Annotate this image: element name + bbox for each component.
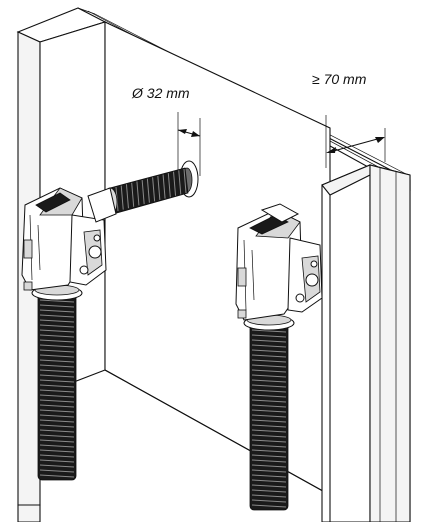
hose-rib bbox=[167, 173, 171, 198]
hose-rib bbox=[39, 449, 75, 453]
hose-rib bbox=[39, 334, 75, 338]
hose-rib bbox=[39, 324, 75, 328]
hose-rib bbox=[39, 339, 75, 343]
hose-rib bbox=[251, 474, 287, 478]
hose-rib bbox=[251, 424, 287, 428]
hose-rib bbox=[251, 329, 287, 333]
hose-rib bbox=[39, 394, 75, 398]
hose-rib bbox=[251, 479, 287, 483]
hose-rib bbox=[251, 504, 287, 508]
hose-rib bbox=[251, 459, 287, 463]
hose-rib bbox=[251, 449, 287, 453]
hose-rib bbox=[251, 374, 287, 378]
hose-rib bbox=[39, 364, 75, 368]
hose-rib bbox=[39, 384, 75, 388]
hose-rib bbox=[39, 414, 75, 418]
hose-rib bbox=[39, 439, 75, 443]
right-unit bbox=[235, 203, 323, 511]
hose-rib bbox=[39, 434, 75, 438]
hose-rib bbox=[251, 394, 287, 398]
hose-rib bbox=[39, 404, 75, 408]
hose-rib bbox=[136, 181, 140, 206]
hose-rib bbox=[251, 384, 287, 388]
hose-rib bbox=[251, 454, 287, 458]
hose-rib bbox=[251, 354, 287, 358]
hose-rib bbox=[251, 484, 287, 488]
hose-rib bbox=[39, 454, 75, 458]
hose-rib bbox=[39, 379, 75, 383]
hose-rib bbox=[251, 344, 287, 348]
hose-rib bbox=[173, 171, 177, 196]
hose-rib bbox=[251, 334, 287, 338]
hose-rib bbox=[39, 399, 75, 403]
hose-rib bbox=[39, 309, 75, 313]
hose-rib bbox=[251, 434, 287, 438]
hose-rib bbox=[39, 354, 75, 358]
hose-rib bbox=[39, 459, 75, 463]
hose-rib bbox=[251, 439, 287, 443]
hose-rib bbox=[39, 304, 75, 308]
hose-rib bbox=[162, 174, 166, 199]
hose-rib bbox=[146, 178, 150, 203]
hose-rib bbox=[39, 349, 75, 353]
hose-rib bbox=[251, 419, 287, 423]
hose-rib bbox=[39, 429, 75, 433]
hose-rib bbox=[251, 359, 287, 363]
hose-rib bbox=[39, 374, 75, 378]
hose-rib bbox=[251, 464, 287, 468]
hose-rib bbox=[39, 389, 75, 393]
diameter-dimension: Ø 32 mm bbox=[131, 85, 201, 176]
hose-rib bbox=[251, 349, 287, 353]
hose-rib bbox=[39, 314, 75, 318]
hose-rib bbox=[39, 419, 75, 423]
hose-rib bbox=[251, 499, 287, 503]
hose-rib bbox=[251, 489, 287, 493]
hose-rib bbox=[152, 177, 156, 202]
hose-rib bbox=[39, 444, 75, 448]
hose-rib bbox=[39, 409, 75, 413]
hose-rib bbox=[251, 389, 287, 393]
hose-rib bbox=[39, 359, 75, 363]
clearance-label: ≥ 70 mm bbox=[312, 71, 367, 87]
hose-rib bbox=[125, 184, 129, 209]
hose-rib bbox=[39, 369, 75, 373]
hose-rib bbox=[141, 180, 145, 205]
hose-rib bbox=[251, 444, 287, 448]
hose-rib bbox=[39, 464, 75, 468]
hose-rib bbox=[39, 424, 75, 428]
hose-rib bbox=[131, 182, 135, 207]
hose-rib bbox=[251, 379, 287, 383]
hose-rib bbox=[39, 299, 75, 303]
hose-rib bbox=[178, 170, 182, 195]
hose-rib bbox=[251, 339, 287, 343]
hose-rib bbox=[251, 494, 287, 498]
hose-rib bbox=[183, 168, 187, 194]
hose-rib bbox=[251, 409, 287, 413]
clearance-dimension: ≥ 70 mm bbox=[312, 71, 386, 168]
hose-rib bbox=[251, 369, 287, 373]
diameter-label: Ø 32 mm bbox=[131, 85, 190, 101]
hose-rib bbox=[251, 429, 287, 433]
hose-rib bbox=[39, 469, 75, 473]
hose-rib bbox=[251, 364, 287, 368]
hose-rib bbox=[39, 319, 75, 323]
post-base bbox=[17, 504, 41, 523]
hose-rib bbox=[251, 404, 287, 408]
hose-rib bbox=[39, 474, 75, 478]
hose-rib bbox=[251, 399, 287, 403]
hose-rib bbox=[157, 175, 161, 200]
side-wall-block bbox=[321, 164, 411, 523]
hose-rib bbox=[39, 344, 75, 348]
hose-rib bbox=[120, 185, 124, 210]
left-unit bbox=[21, 187, 117, 481]
hose-rib bbox=[39, 329, 75, 333]
hose-rib bbox=[251, 414, 287, 418]
hose-rib bbox=[251, 469, 287, 473]
